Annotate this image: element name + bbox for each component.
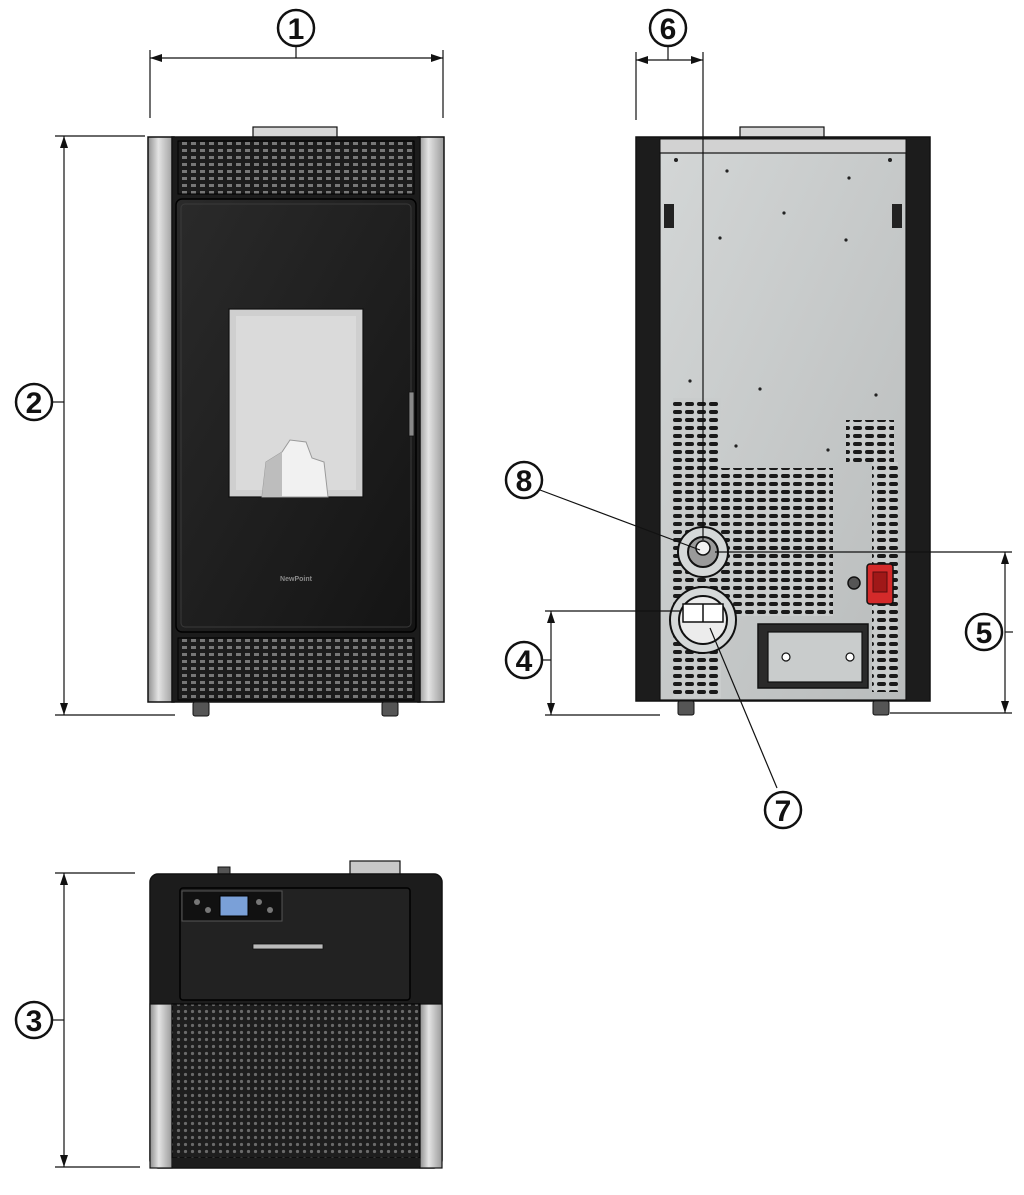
door-hinge bbox=[408, 391, 415, 437]
dimension-arrowheads bbox=[60, 54, 1009, 1167]
bottom-vent-grille bbox=[177, 637, 415, 701]
callout-6: 6 bbox=[648, 8, 688, 48]
power-socket-inner bbox=[872, 571, 888, 593]
callout-label: 6 bbox=[660, 13, 677, 46]
callout-label: 1 bbox=[288, 13, 305, 46]
lcd-display bbox=[219, 895, 249, 917]
back-view bbox=[635, 126, 931, 716]
right-foot bbox=[381, 701, 399, 717]
thermostat-knob bbox=[847, 576, 861, 590]
back-right-foot bbox=[872, 700, 890, 716]
callout-label: 8 bbox=[516, 465, 533, 498]
control-button-left-bottom bbox=[205, 907, 211, 913]
right-silver-side-panel bbox=[417, 136, 445, 703]
callout-8: 8 bbox=[504, 460, 544, 500]
top-vent-grille bbox=[177, 140, 415, 195]
front-view: NewPoint bbox=[147, 126, 445, 717]
inspection-door-screw-right bbox=[845, 652, 855, 662]
top-silver-right bbox=[419, 1003, 443, 1169]
inspection-door-screw-left bbox=[781, 652, 791, 662]
top-silver-left bbox=[149, 1003, 173, 1169]
right-ventilation-slots-upper bbox=[846, 420, 894, 462]
right-side-bracket bbox=[892, 204, 902, 228]
left-foot bbox=[192, 701, 210, 717]
callout-label: 2 bbox=[26, 387, 43, 420]
back-panel-screws bbox=[674, 158, 892, 452]
back-top-trim bbox=[659, 138, 907, 154]
callout-4: 4 bbox=[504, 640, 544, 680]
top-bottom-edge bbox=[172, 1158, 420, 1166]
burn-pot-shadow bbox=[262, 452, 282, 497]
control-button-left-top bbox=[194, 899, 200, 905]
left-side-bracket bbox=[664, 204, 674, 228]
lower-ventilation-slots bbox=[721, 468, 833, 616]
top-view bbox=[149, 860, 443, 1169]
callout-label: 3 bbox=[26, 1005, 43, 1038]
callout-7: 7 bbox=[763, 790, 803, 830]
callout-3: 3 bbox=[14, 1000, 54, 1040]
hopper-lid-handle bbox=[252, 943, 324, 950]
callout-5: 5 bbox=[964, 612, 1004, 652]
back-left-foot bbox=[677, 700, 695, 716]
left-silver-side-panel bbox=[147, 136, 175, 703]
top-mesh-grille bbox=[171, 1003, 421, 1159]
control-button-right-bottom bbox=[267, 907, 273, 913]
callout-1: 1 bbox=[276, 8, 316, 48]
callout-label: 7 bbox=[775, 795, 792, 828]
brand-label: NewPoint bbox=[280, 576, 313, 583]
dimension-lines bbox=[50, 44, 1013, 1168]
callout-2: 2 bbox=[14, 382, 54, 422]
callout-label: 4 bbox=[516, 645, 533, 678]
control-button-right-top bbox=[256, 899, 262, 905]
air-intake-core bbox=[695, 540, 711, 556]
callout-label: 5 bbox=[976, 617, 993, 650]
